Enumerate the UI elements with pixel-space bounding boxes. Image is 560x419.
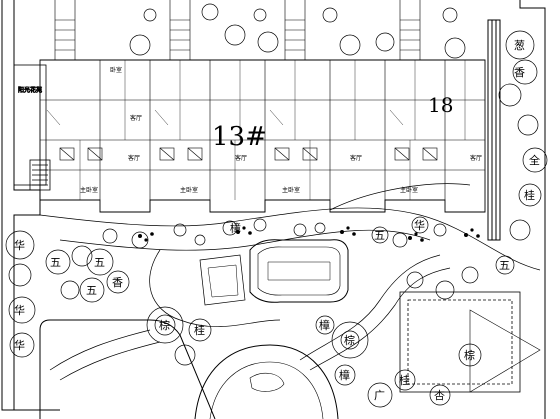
plant-label: 杏 xyxy=(434,389,445,402)
plant-label: 五 xyxy=(374,229,385,242)
central-water-feature xyxy=(199,239,349,306)
plant-label: 桂 xyxy=(399,373,410,387)
building-number-18: 18 xyxy=(428,93,453,117)
entrance-hall: 阳光花苑 xyxy=(13,64,51,191)
room-label: 客厅 xyxy=(128,154,140,162)
plant-label: 五 xyxy=(50,256,61,269)
south-plaza xyxy=(194,344,339,419)
plant-label: 华 xyxy=(414,218,425,232)
room-labels: 卧室 客厅 主卧室 客厅 主卧室 客厅 主卧室 客厅 主卧室 客厅 xyxy=(80,66,482,194)
room-label: 主卧室 xyxy=(282,186,300,194)
residential-building xyxy=(39,0,486,213)
plant-label: 五 xyxy=(86,284,97,297)
room-label: 客厅 xyxy=(130,114,142,122)
plant-label: 葱 xyxy=(514,39,525,52)
building-number-13: 13# xyxy=(212,122,267,152)
tree-symbols xyxy=(5,3,548,408)
shrub-clusters xyxy=(138,226,480,242)
plant-label: 香 xyxy=(514,66,525,79)
room-label: 客厅 xyxy=(235,154,247,162)
plant-label: 华 xyxy=(14,303,25,317)
room-label: 客厅 xyxy=(350,154,362,162)
plant-label: 樟 xyxy=(230,221,241,235)
plant-label: 全 xyxy=(529,153,540,167)
room-label: 主卧室 xyxy=(80,186,98,194)
plant-label: 广 xyxy=(374,389,385,402)
room-label: 客厅 xyxy=(470,154,482,162)
plant-label: 棕 xyxy=(344,333,355,347)
plant-label: 五 xyxy=(499,259,510,272)
plant-label: 棕 xyxy=(159,318,170,332)
plant-label: 樟 xyxy=(319,318,330,332)
right-planter xyxy=(399,291,541,393)
lower-left-lawn xyxy=(39,319,216,419)
room-label: 卧室 xyxy=(110,66,122,74)
plant-label: 香 xyxy=(112,276,123,289)
corner-label: 阳光花苑 xyxy=(18,86,42,94)
plant-labels: 华 华 五 五 棕 华 五 香 桂 棕 樟 樟 五 华 桂 杏 樟 棕 香 全 … xyxy=(14,39,540,402)
plant-label: 桂 xyxy=(524,188,535,202)
plant-label: 棕 xyxy=(464,348,475,362)
plant-label: 华 xyxy=(14,238,25,252)
plant-label: 桂 xyxy=(194,323,205,337)
room-label: 主卧室 xyxy=(400,186,418,194)
plant-label: 五 xyxy=(94,256,105,269)
plant-label: 樟 xyxy=(339,368,350,382)
plant-label: 华 xyxy=(14,338,25,352)
garden-paths xyxy=(39,183,541,381)
room-label: 主卧室 xyxy=(180,186,198,194)
